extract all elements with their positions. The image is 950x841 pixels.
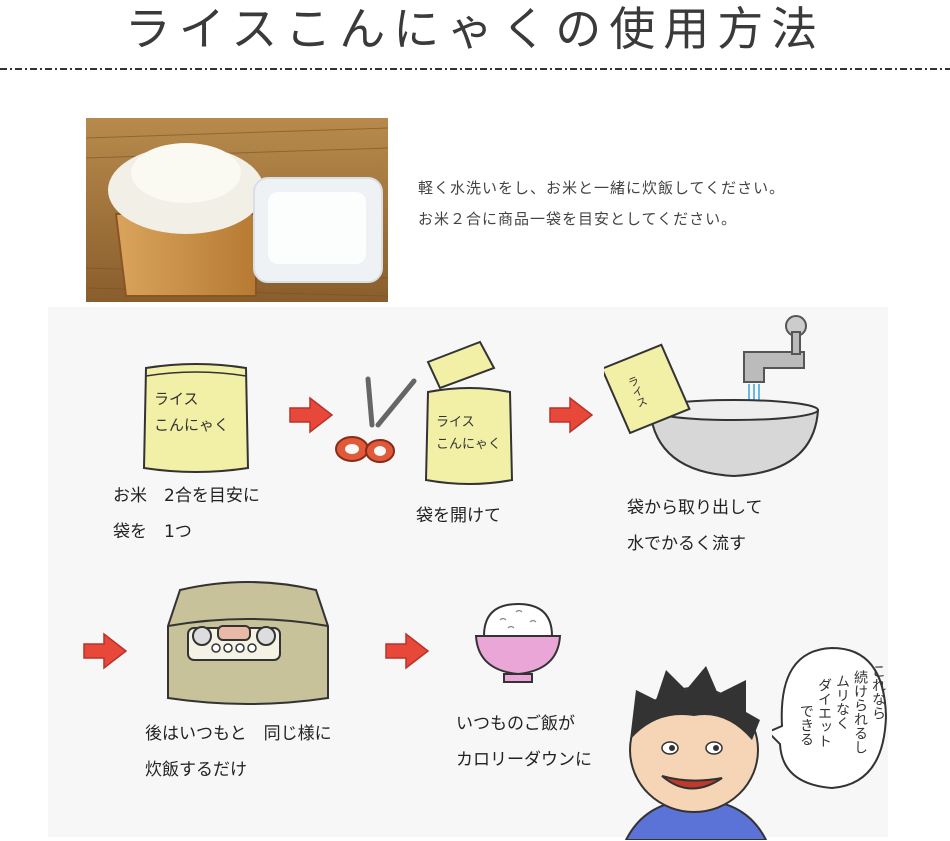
intro-line-2: お米２合に商品一袋を目安としてください。 bbox=[418, 210, 738, 228]
package-illustration: ライス こんにゃく bbox=[142, 363, 250, 473]
step-2-line-1: 袋を開けて bbox=[416, 506, 501, 526]
scissors-icon bbox=[335, 376, 417, 463]
arrow-right-icon bbox=[83, 632, 128, 670]
step-1-caption: お米 2合を目安に 袋を 1つ bbox=[113, 478, 260, 550]
product-photo bbox=[86, 118, 388, 302]
step-4-line-1: 後はいつもと 同じ様に bbox=[145, 724, 332, 744]
step-4-caption: 後はいつもと 同じ様に 炊飯するだけ bbox=[145, 716, 332, 788]
arrow-right-icon bbox=[385, 632, 430, 670]
step-3-line-2: 水でかるく流す bbox=[627, 534, 746, 554]
step-3-line-1: 袋から取り出して bbox=[627, 498, 763, 518]
step-5-line-2: カロリーダウンに bbox=[456, 750, 592, 770]
step-1-line-1: お米 2合を目安に bbox=[113, 486, 260, 506]
rice-cooker-illustration bbox=[167, 581, 329, 705]
package-label-1: ライス bbox=[154, 390, 199, 408]
bubble-col-2: 続けられるし bbox=[852, 670, 868, 754]
faucet-bowl-illustration: ライス bbox=[604, 315, 820, 478]
intro-line-1: 軽く水洗いをし、お米と一緒に炊飯してください。 bbox=[418, 179, 786, 197]
bubble-col-4: ダイエット bbox=[816, 678, 832, 748]
dotted-divider bbox=[0, 68, 950, 70]
man-face-illustration bbox=[624, 666, 768, 840]
step-1-line-2: 袋を 1つ bbox=[113, 522, 192, 542]
bubble-col-3: ムリなく bbox=[834, 674, 850, 730]
page-title: ライスこんにゃくの使用方法 bbox=[124, 2, 826, 56]
step-5-line-1: いつものご飯が bbox=[456, 714, 575, 734]
bubble-col-1: これなら bbox=[870, 664, 886, 720]
step-3-caption: 袋から取り出して 水でかるく流す bbox=[627, 490, 763, 562]
bubble-col-5: できる bbox=[798, 704, 814, 746]
arrow-right-icon bbox=[549, 396, 594, 434]
package-label-2: こんにゃく bbox=[154, 416, 229, 434]
usage-description: 軽く水洗いをし、お米と一緒に炊飯してください。 お米２合に商品一袋を目安としてく… bbox=[418, 173, 888, 235]
opened-package-label-2: こんにゃく bbox=[436, 437, 501, 452]
opened-package-illustration: ライス こんにゃく bbox=[424, 340, 514, 485]
speech-bubble bbox=[772, 646, 888, 790]
step-5-caption: いつものご飯が カロリーダウンに bbox=[456, 706, 592, 778]
speech-bubble-text: これなら 続けられるし ムリなく ダイエット できる bbox=[788, 664, 898, 784]
step-4-line-2: 炊飯するだけ bbox=[145, 760, 247, 780]
rice-bowl-illustration bbox=[474, 602, 562, 683]
opened-package-label-1: ライス bbox=[436, 415, 475, 430]
arrow-right-icon bbox=[289, 396, 334, 434]
step-2-caption: 袋を開けて bbox=[416, 498, 501, 534]
